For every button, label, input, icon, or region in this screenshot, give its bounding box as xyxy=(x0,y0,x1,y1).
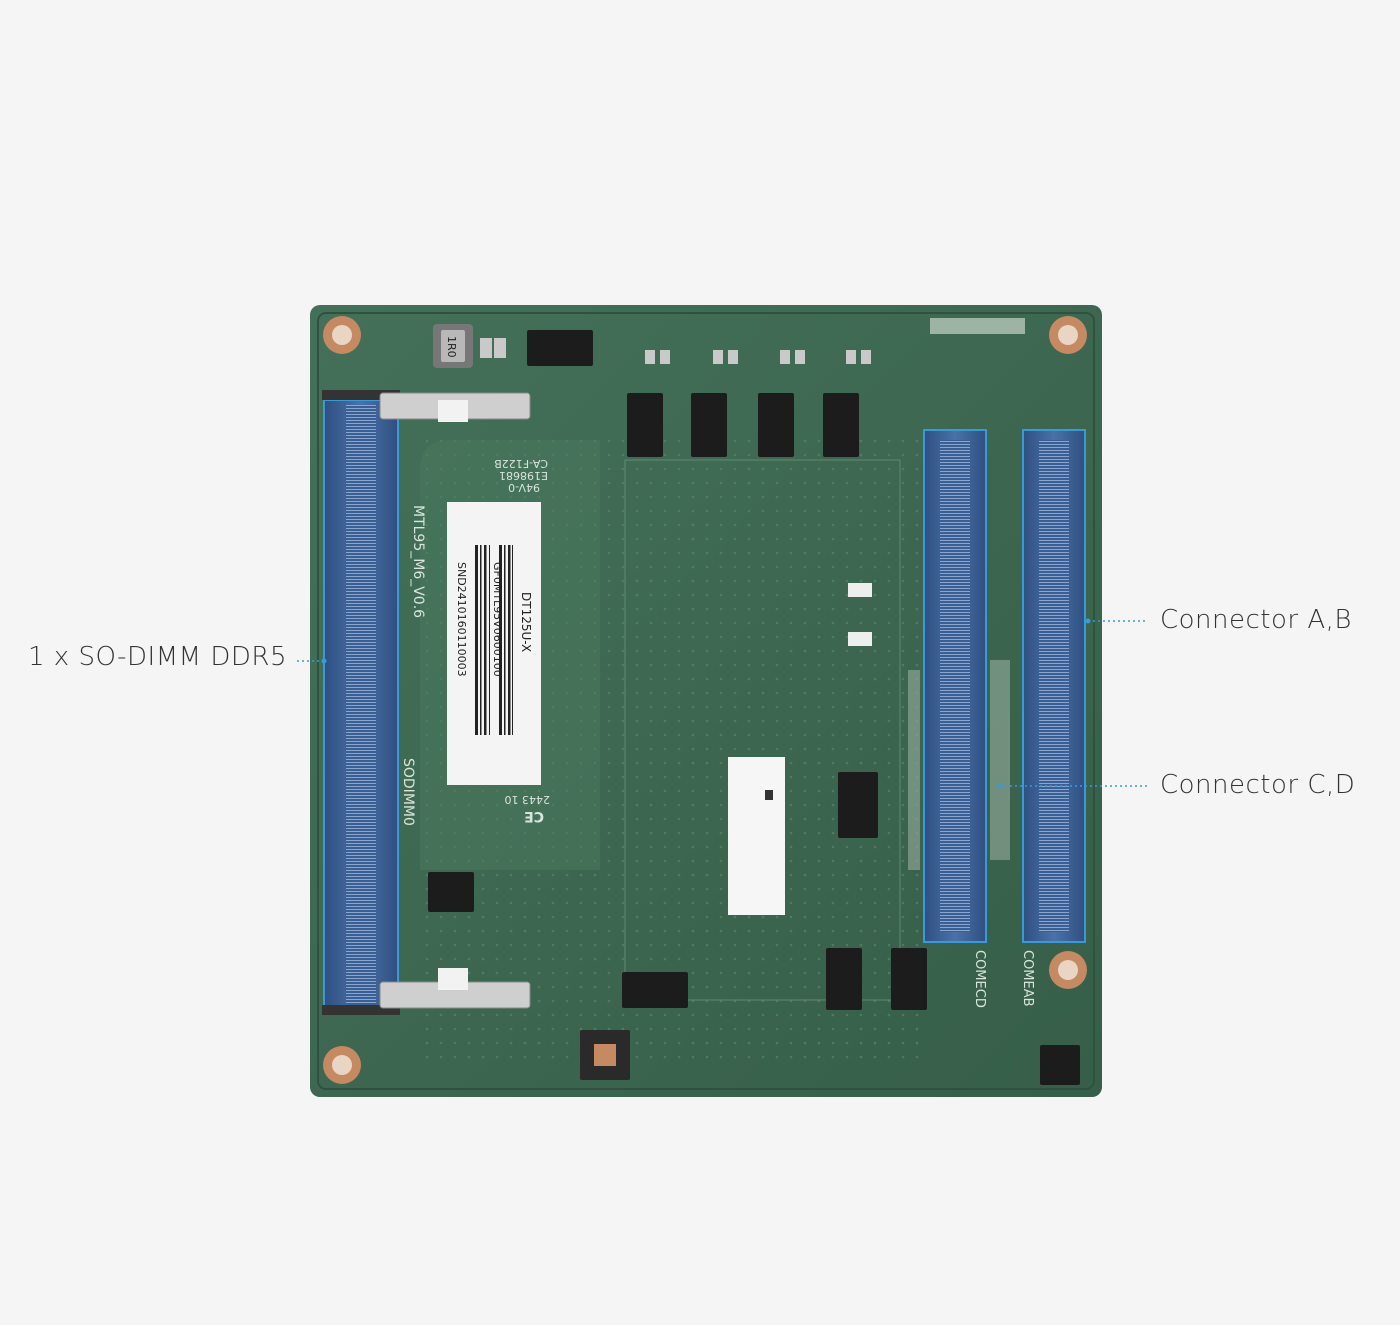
svg-text:2443 10: 2443 10 xyxy=(505,793,551,806)
mounting-holes xyxy=(323,316,1087,1084)
callout-sodimm: 1 x SO-DIMM DDR5 xyxy=(28,642,287,672)
inductor: 1R0 xyxy=(433,324,473,368)
callout-connector-cd: Connector C,D xyxy=(1160,770,1356,800)
svg-text:1R0: 1R0 xyxy=(445,336,458,358)
svg-text:CA-F122B: CA-F122B xyxy=(494,457,548,470)
silkscreen-text: MTL95_M6_V0.6 SODIMM0 CA-F122B E198681 9… xyxy=(400,457,1035,1008)
board-model: MTL95_M6_V0.6 xyxy=(410,505,426,618)
test-pad xyxy=(728,757,785,915)
label-line3: SND2410160110003 xyxy=(455,562,468,677)
callout-lines xyxy=(297,620,1148,787)
dimm-latches xyxy=(379,392,531,1009)
svg-text:COMECD: COMECD xyxy=(972,950,987,1008)
svg-text:COMEAB: COMEAB xyxy=(1020,950,1035,1007)
label-line1: DT125U-X xyxy=(519,592,533,652)
product-label: DT125U-X GF0MTL95V0600100 SND24101601100… xyxy=(447,502,541,785)
svg-text:CE: CE xyxy=(524,808,544,824)
chips xyxy=(428,330,1080,1085)
svg-text:94V-0: 94V-0 xyxy=(508,481,540,494)
label-line2: GF0MTL95V0600100 xyxy=(491,562,504,677)
connector-ab xyxy=(1022,429,1086,943)
sodimm-slot xyxy=(322,390,400,1015)
connector-cd xyxy=(923,429,987,943)
callout-connector-ab: Connector A,B xyxy=(1160,605,1352,635)
callout-dots xyxy=(321,618,1091,789)
slot-label: SODIMM0 xyxy=(400,758,416,826)
smd-components xyxy=(480,318,1025,870)
svg-text:E198681: E198681 xyxy=(499,469,548,482)
